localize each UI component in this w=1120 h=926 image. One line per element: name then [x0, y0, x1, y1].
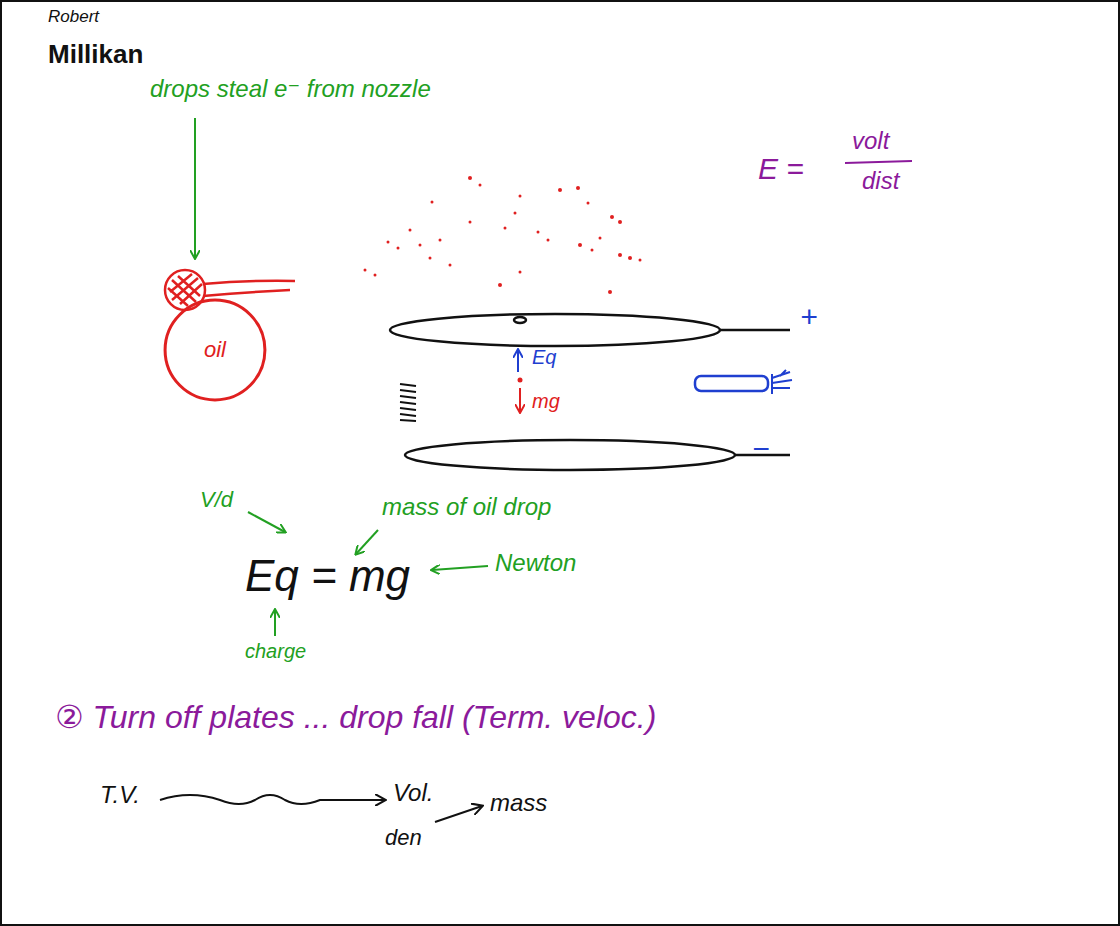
microscope	[695, 376, 768, 391]
node-text: oil	[204, 338, 226, 362]
oil-drop	[518, 378, 523, 383]
author-note: Robert	[48, 8, 99, 27]
scale-ticks	[400, 384, 416, 421]
oil-droplets	[364, 176, 642, 294]
flow-arrow	[160, 795, 385, 804]
formula-text: volt	[852, 128, 889, 154]
flow-text: Vol.	[393, 780, 433, 806]
step-note: ② Turn off plates ... drop fall (Term. v…	[55, 700, 656, 735]
pointer-arrow	[274, 610, 276, 636]
polarity-sign: +	[800, 300, 818, 333]
equation: Eq = mg	[245, 552, 410, 600]
annotation: V/d	[200, 488, 233, 512]
annotation: drops steal e⁻ from nozzle	[150, 76, 431, 102]
oil-reservoir: oil	[163, 298, 267, 402]
title: Millikan	[48, 40, 143, 69]
capacitor-plates	[390, 314, 790, 470]
pointer-arrow	[194, 118, 196, 258]
flow-text: mass	[490, 790, 547, 816]
formula-text: E =	[758, 152, 804, 185]
force-label: Eq	[532, 346, 556, 368]
eye-symbol	[772, 370, 792, 394]
annotation: Newton	[495, 550, 576, 576]
formula-text: dist	[862, 168, 899, 194]
pointer-arrow	[248, 512, 285, 532]
flow-text: den	[385, 826, 422, 850]
flow-text: T.V.	[100, 782, 140, 808]
force-arrow	[517, 350, 519, 372]
atomiser-bulb	[165, 270, 295, 310]
pointer-arrow	[356, 530, 378, 554]
force-label: mg	[532, 390, 560, 412]
flow-arrow	[435, 806, 482, 822]
annotation: mass of oil drop	[382, 494, 551, 520]
fraction-bar	[845, 161, 912, 163]
polarity-sign: −	[752, 432, 770, 465]
annotation: charge	[245, 640, 306, 662]
pointer-arrow	[432, 566, 488, 570]
force-arrow	[519, 388, 521, 412]
